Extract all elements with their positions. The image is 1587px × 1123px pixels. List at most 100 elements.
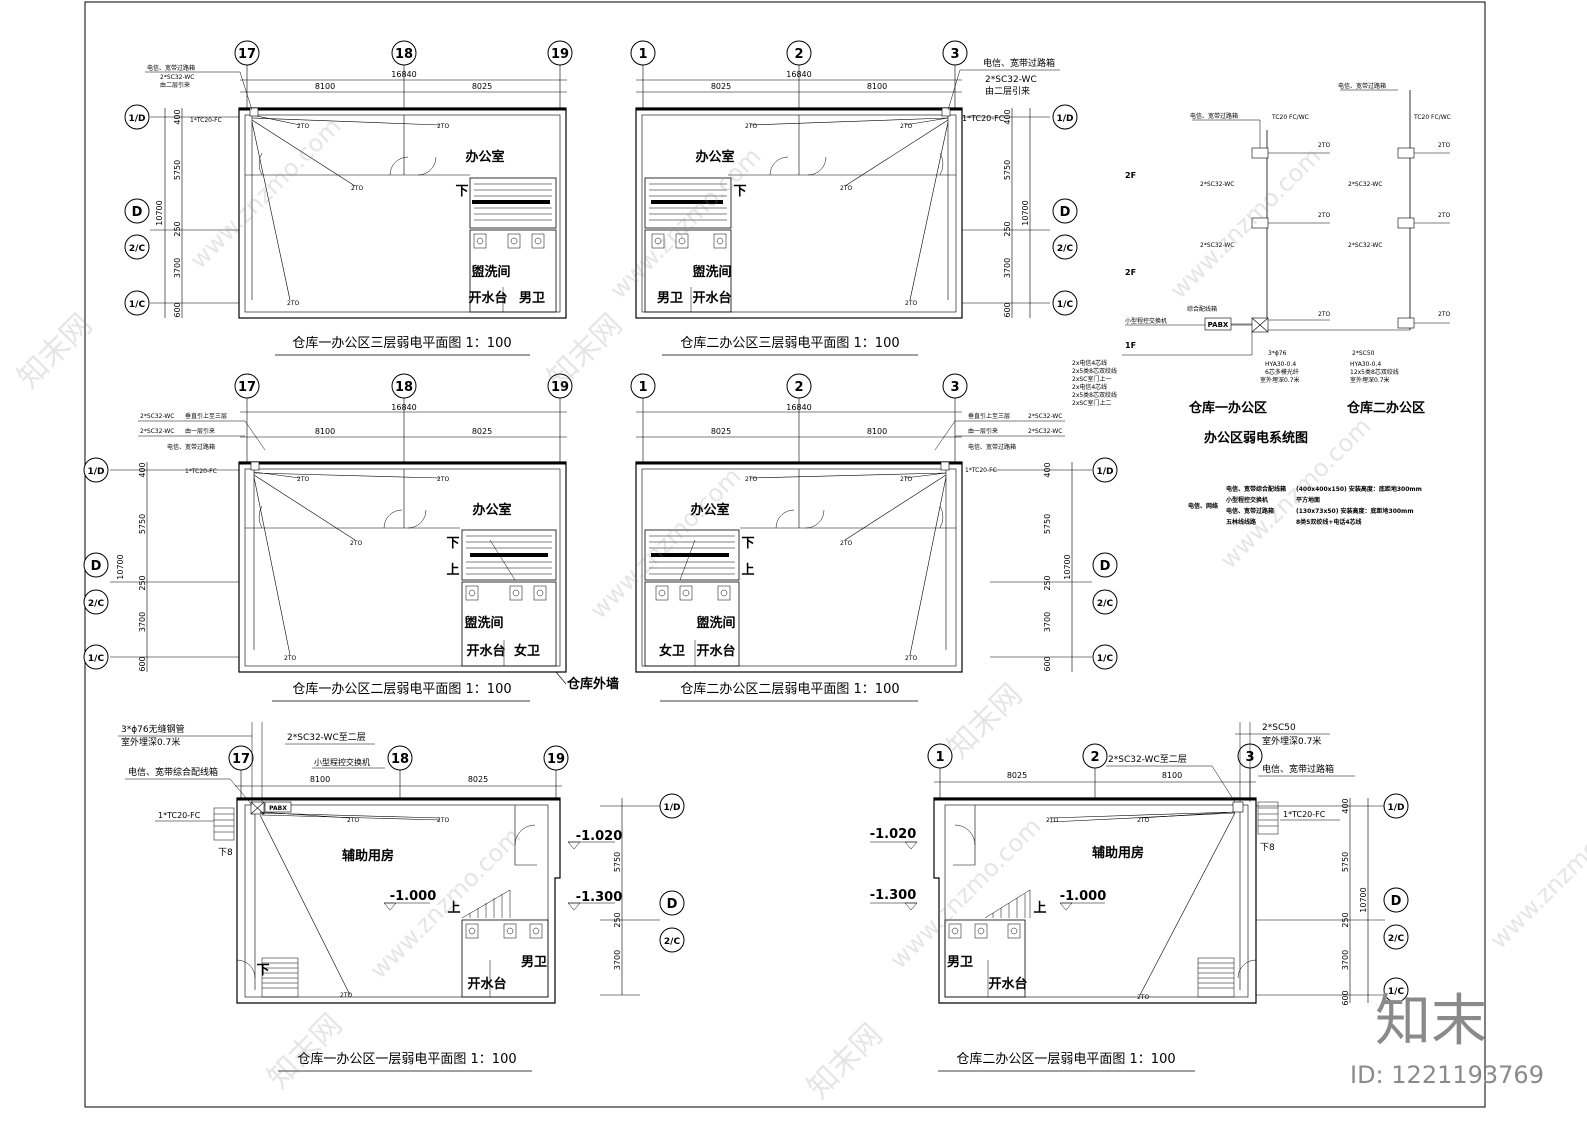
svg-text:10700: 10700 — [1063, 554, 1072, 579]
svg-text:1: 1 — [638, 380, 647, 395]
plan-title: 仓库一办公区三层弱电平面图 1：100 — [292, 335, 511, 351]
outlet: 2TO — [437, 123, 449, 130]
svg-text:D: D — [1100, 559, 1111, 574]
svg-text:10700: 10700 — [116, 554, 125, 579]
svg-text:室外埋深0.7米: 室外埋深0.7米 — [121, 736, 180, 748]
svg-text:5750: 5750 — [1043, 514, 1052, 534]
svg-text:室外埋深0.7米: 室外埋深0.7米 — [1262, 735, 1321, 747]
svg-text:18: 18 — [395, 380, 413, 395]
svg-text:电信、宽带过路箱: 电信、宽带过路箱 — [1338, 82, 1386, 90]
svg-text:电信、宽带过路箱: 电信、宽带过路箱 — [1262, 763, 1334, 775]
svg-text:250: 250 — [1043, 575, 1052, 590]
svg-text:2TO: 2TO — [284, 655, 296, 662]
svg-text:3700: 3700 — [1341, 950, 1350, 970]
svg-text:8100: 8100 — [310, 775, 330, 784]
stair-label: 下 — [455, 184, 468, 199]
svg-text:600: 600 — [173, 302, 182, 317]
svg-text:电信、宽带过路箱: 电信、宽带过路箱 — [167, 443, 215, 451]
axis-18: 18 — [391, 40, 417, 66]
svg-text:1/D: 1/D — [128, 114, 145, 124]
svg-text:250: 250 — [138, 575, 147, 590]
svg-text:D: D — [132, 205, 143, 220]
svg-text:2: 2 — [794, 380, 803, 395]
svg-text:10700: 10700 — [155, 200, 164, 225]
svg-text:2TO: 2TO — [1438, 142, 1450, 149]
svg-text:2: 2 — [794, 47, 803, 62]
svg-text:下: 下 — [733, 184, 746, 199]
svg-text:2TO: 2TO — [1318, 311, 1330, 318]
svg-text:1F: 1F — [1125, 341, 1136, 350]
svg-text:2TO: 2TO — [1137, 994, 1149, 1001]
svg-text:8025: 8025 — [468, 775, 488, 784]
svg-text:2TO: 2TO — [900, 123, 912, 130]
svg-text:1/D: 1/D — [1096, 467, 1113, 477]
svg-text:上: 上 — [1033, 901, 1046, 916]
svg-text:1/D: 1/D — [663, 803, 680, 813]
svg-text:1/C: 1/C — [88, 654, 105, 664]
svg-text:1*TC20-FC: 1*TC20-FC — [965, 467, 997, 474]
svg-text:仓库一办公区二层弱电平面图 1：100: 仓库一办公区二层弱电平面图 1：100 — [292, 681, 511, 697]
svg-text:2*SC32-WC: 2*SC32-WC — [140, 413, 175, 420]
svg-text:-1.300: -1.300 — [576, 890, 623, 905]
svg-text:2F: 2F — [1125, 268, 1136, 277]
svg-text:上: 上 — [447, 901, 460, 916]
svg-text:综合配线箱: 综合配线箱 — [1187, 305, 1217, 313]
svg-text:2*SC32-WC: 2*SC32-WC — [1348, 181, 1383, 188]
svg-text:250: 250 — [613, 912, 622, 927]
svg-text:250: 250 — [1341, 912, 1350, 927]
svg-text:2TO: 2TO — [840, 185, 852, 192]
svg-text:2*SC32-WC: 2*SC32-WC — [1348, 242, 1383, 249]
plan-warehouse2-floor3: 1 2 3 16840 8025 8100 下 盥洗间 男卫 — [630, 40, 1078, 356]
svg-text:室外埋深0.7米: 室外埋深0.7米 — [1260, 376, 1300, 384]
outlet: 2TO — [351, 185, 363, 192]
svg-text:3*ϕ76: 3*ϕ76 — [1268, 350, 1287, 357]
svg-text:5750: 5750 — [1003, 160, 1012, 180]
svg-text:下8: 下8 — [218, 848, 233, 858]
svg-text:www.znzmo.com: www.znzmo.com — [184, 112, 346, 274]
svg-text:8100: 8100 — [315, 427, 335, 436]
axis-17: 17 — [234, 40, 260, 66]
svg-text:盥洗间: 盥洗间 — [692, 264, 731, 280]
note-from: 由二层引来 — [160, 81, 190, 89]
svg-text:2TO: 2TO — [1318, 142, 1330, 149]
svg-text:19: 19 — [551, 47, 569, 62]
svg-text:下: 下 — [446, 536, 459, 551]
svg-text:知末网: 知末网 — [541, 307, 629, 395]
svg-text:1*TC20-FC: 1*TC20-FC — [1283, 810, 1326, 819]
svg-text:1/C: 1/C — [129, 300, 146, 310]
svg-text:2TO: 2TO — [900, 476, 912, 483]
svg-text:辅助用房: 辅助用房 — [342, 848, 394, 864]
svg-text:600: 600 — [1003, 302, 1012, 317]
svg-text:2*SC32-WC: 2*SC32-WC — [1028, 413, 1063, 420]
svg-text:HYA30-0.4: HYA30-0.4 — [1265, 361, 1296, 368]
svg-text:1*TC20-FC: 1*TC20-FC — [962, 114, 1005, 123]
svg-text:开水台: 开水台 — [696, 643, 735, 659]
svg-text:8025: 8025 — [1007, 771, 1027, 780]
svg-text:-1.000: -1.000 — [390, 889, 437, 904]
axis-19: 19 — [547, 40, 573, 66]
svg-text:仓库二办公区三层弱电平面图 1：100: 仓库二办公区三层弱电平面图 1：100 — [680, 335, 899, 351]
svg-text:www.znzmo.com: www.znzmo.com — [604, 142, 766, 304]
svg-text:5750: 5750 — [613, 852, 622, 872]
svg-text:开水台: 开水台 — [692, 290, 731, 306]
system-title: 办公区弱电系统图 — [1204, 430, 1308, 446]
svg-text:电信、宽带过路箱: 电信、宽带过路箱 — [983, 57, 1055, 69]
side-axes: 1/D D 2/C 1/C 10700 5750 250 3700 400 60… — [124, 104, 239, 318]
svg-text:1*TC20-FC: 1*TC20-FC — [185, 468, 217, 475]
svg-text:上: 上 — [741, 563, 754, 578]
svg-text:2TO: 2TO — [437, 817, 449, 824]
svg-text:1*TC20-FC: 1*TC20-FC — [158, 811, 201, 820]
svg-text:3700: 3700 — [613, 950, 622, 970]
room-mens: 男卫 — [519, 291, 545, 306]
watermark: www.znzmo.com www.znzmo.com www.znzmo.co… — [11, 112, 1587, 1106]
svg-text:-1.000: -1.000 — [1060, 889, 1107, 904]
svg-text:-1.020: -1.020 — [576, 829, 623, 844]
watermark-brand: 知末 — [1375, 989, 1487, 1054]
svg-text:盥洗间: 盥洗间 — [464, 615, 503, 631]
svg-text:仓库二办公区: 仓库二办公区 — [1346, 400, 1425, 416]
svg-text:开水台: 开水台 — [467, 976, 506, 992]
svg-text:平方地面: 平方地面 — [1296, 496, 1320, 504]
note-box: 电信、宽带过路箱 — [147, 64, 195, 72]
svg-text:1/D: 1/D — [87, 467, 104, 477]
svg-text:电信、宽带过路箱: 电信、宽带过路箱 — [968, 443, 1016, 451]
